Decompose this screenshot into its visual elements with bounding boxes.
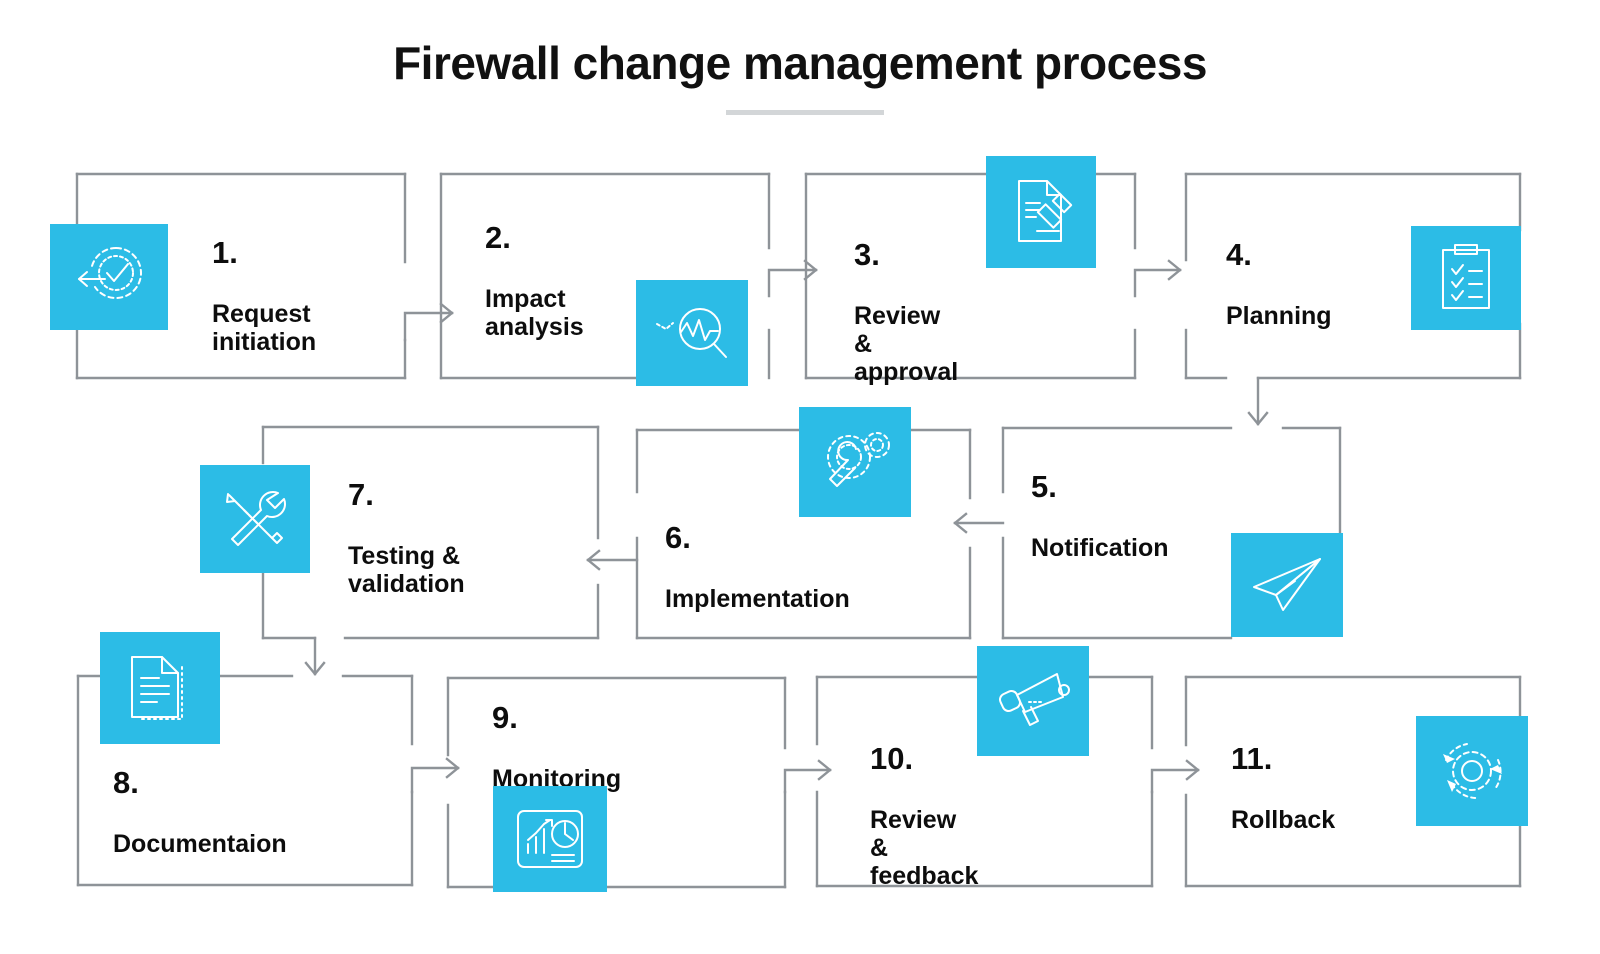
step-3-number: 3. [854,236,880,272]
step-6-label: Implementation [665,584,850,613]
rollback-gear-icon [1416,716,1528,826]
step-7-label: Testing & validation [348,541,465,598]
step-10-label: Review & feedback [870,805,979,890]
step-8-label: Documentaion [113,829,287,858]
planning-checklist-icon [1411,226,1521,330]
step-5-label: Notification [1031,533,1169,562]
review-feedback-megaphone-icon [977,646,1089,756]
step-1-number: 1. [212,234,238,270]
step-3-label: Review & approval [854,301,959,386]
step-5-number: 5. [1031,468,1057,504]
request-initiation-icon [50,224,168,330]
step-7-number: 7. [348,476,374,512]
documentation-file-icon [100,632,220,744]
implementation-gears-icon [799,407,911,517]
impact-analysis-icon [636,280,748,386]
notification-paperplane-icon [1231,533,1343,637]
step-11-number: 11. [1231,740,1273,776]
step-2-number: 2. [485,219,511,255]
step-2-label: Impact analysis [485,284,584,341]
step-9-number: 9. [492,699,518,735]
page-title: Firewall change management process [393,37,1207,89]
step-6-number: 6. [665,519,691,555]
step-10-number: 10. [870,740,914,776]
title-underline-rule [726,110,884,115]
review-approval-icon [986,156,1096,268]
step-4-number: 4. [1226,236,1252,272]
step-11-label: Rollback [1231,805,1336,834]
step-1-label: Request initiation [212,299,317,356]
step-4-label: Planning [1226,301,1332,330]
step-8-number: 8. [113,764,139,800]
testing-tools-icon [200,465,310,573]
monitoring-dashboard-icon [493,786,607,892]
